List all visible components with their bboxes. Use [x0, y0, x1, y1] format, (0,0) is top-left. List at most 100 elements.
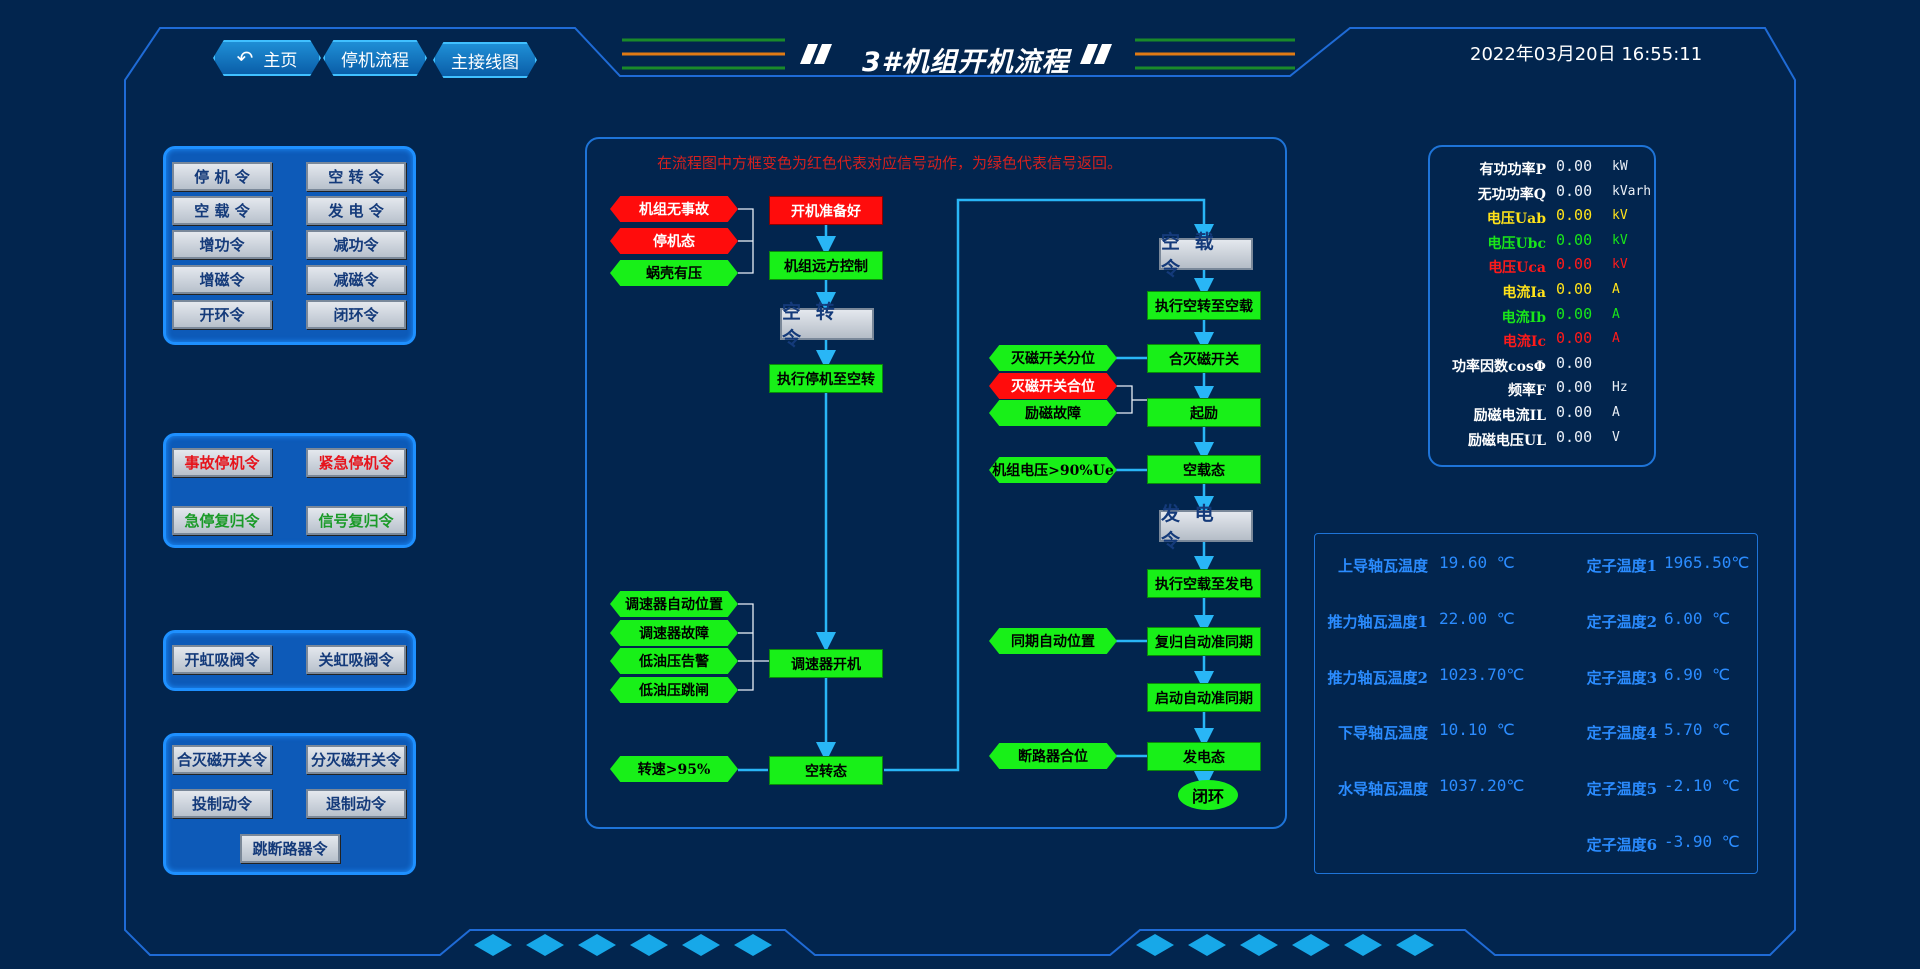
stop-command-button[interactable]: 停 机 令 — [172, 162, 272, 191]
temperature-label: 水导轴瓦温度 — [1337, 780, 1428, 799]
measurement-unit: kW — [1612, 159, 1628, 174]
cond-speed-95: 转速>95% — [610, 756, 738, 782]
measurement-unit: Hz — [1612, 380, 1628, 396]
measurement-unit: A — [1612, 405, 1620, 420]
temperature-label: 定子温度5 — [1586, 780, 1657, 799]
cond-volute-pressure: 蜗壳有压 — [610, 260, 738, 286]
page-indicator-diamond[interactable] — [630, 934, 668, 956]
release-brake-button[interactable]: 退制动令 — [306, 789, 406, 818]
stop-flow-label: 停机流程 — [341, 50, 409, 71]
measurement-label: 有功功率P — [1479, 162, 1546, 178]
cond-stopped: 停机态 — [610, 228, 738, 254]
page-indicator-diamond[interactable] — [734, 934, 772, 956]
main-wiring-label: 主接线图 — [451, 52, 519, 73]
measurement-label: 电压Ubc — [1487, 235, 1546, 252]
temperature-label: 定子温度3 — [1586, 668, 1657, 687]
temperature-label: 定子温度1 — [1586, 557, 1657, 575]
box-exec-idle-to-noload: 执行空转至空载 — [1147, 291, 1261, 320]
cond-fmk-closed: 灭磁开关合位 — [989, 373, 1117, 399]
increase-excitation-button[interactable]: 增磁令 — [172, 265, 272, 294]
close-loop-button[interactable]: 闭环令 — [306, 300, 406, 329]
emergency-stop-button[interactable]: 紧急停机令 — [306, 448, 406, 477]
page-indicator-diamond[interactable] — [682, 934, 720, 956]
box-exec-stop-to-idle: 执行停机至空转 — [769, 364, 883, 393]
measurement-value: 0.00 — [1556, 280, 1593, 298]
generate-command-button[interactable]: 发 电 令 — [306, 196, 406, 225]
measurement-value: 0.00 — [1556, 353, 1593, 372]
temperature-value: 1023.70℃ — [1439, 664, 1525, 684]
temperature-value: 6.00 ℃ — [1664, 608, 1731, 628]
main-wiring-button[interactable]: 主接线图 — [433, 42, 537, 78]
page-indicator-diamond[interactable] — [1136, 934, 1174, 956]
measurement-label: 电流Ib — [1501, 309, 1546, 326]
temperature-label: 上导轴瓦温度 — [1337, 557, 1428, 575]
estop-reset-button[interactable]: 急停复归令 — [172, 506, 272, 535]
page-indicator-diamond[interactable] — [1396, 934, 1434, 956]
box-gen-state: 发电态 — [1147, 742, 1261, 771]
cmd-idle: 空 转 令 — [780, 301, 874, 350]
page-indicator-diamond[interactable] — [474, 934, 512, 956]
close-siphon-valve-button[interactable]: 关虹吸阀令 — [306, 645, 406, 674]
cond-low-oil-trip: 低油压跳闸 — [610, 677, 738, 703]
page-indicator-diamond[interactable] — [578, 934, 616, 956]
measurement-label: 电流Ic — [1502, 334, 1546, 351]
cond-low-oil-alarm: 低油压告警 — [610, 648, 738, 674]
page-indicator-diamond[interactable] — [1344, 934, 1382, 956]
temperature-value: 6.90 ℃ — [1664, 664, 1731, 684]
apply-brake-button[interactable]: 投制动令 — [172, 789, 272, 818]
cond-excitation-fault: 励磁故障 — [989, 400, 1117, 426]
temperature-value: 5.70 ℃ — [1664, 720, 1731, 740]
decrease-power-button[interactable]: 减功令 — [306, 230, 406, 259]
measurement-value: 0.00 — [1556, 329, 1593, 348]
close-fmk-button[interactable]: 合灭磁开关令 — [172, 745, 272, 774]
decrease-excitation-button[interactable]: 减磁令 — [306, 265, 406, 294]
measurement-value: 0.00 — [1556, 427, 1593, 446]
measurement-unit: kV — [1612, 208, 1628, 224]
open-siphon-valve-button[interactable]: 开虹吸阀令 — [172, 645, 272, 674]
back-arrow-icon: ↶ — [236, 46, 254, 70]
noload-command-button[interactable]: 空 载 令 — [172, 196, 272, 225]
increase-power-button[interactable]: 增功令 — [172, 230, 272, 259]
cmd-generate: 发 电 令 — [1159, 503, 1253, 552]
cond-governor-auto: 调速器自动位置 — [610, 591, 738, 617]
box-exec-noload-to-gen: 执行空载至发电 — [1147, 569, 1261, 598]
cond-no-fault: 机组无事故 — [610, 196, 738, 222]
measurement-unit: kV — [1612, 257, 1628, 273]
page-indicator-diamond[interactable] — [1188, 934, 1226, 956]
measurement-value: 0.00 — [1556, 230, 1593, 249]
open-loop-button[interactable]: 开环令 — [172, 300, 272, 329]
open-fmk-button[interactable]: 分灭磁开关令 — [306, 745, 406, 774]
measurement-value: 0.00 — [1556, 157, 1593, 175]
measurement-value: 0.00 — [1556, 206, 1593, 225]
idle-command-button[interactable]: 空 转 令 — [306, 162, 406, 191]
stop-flow-button[interactable]: 停机流程 — [323, 40, 427, 76]
page-indicator-diamond[interactable] — [526, 934, 564, 956]
signal-reset-button[interactable]: 信号复归令 — [306, 506, 406, 535]
temperature-label: 定子温度2 — [1586, 612, 1657, 631]
cond-sync-auto: 同期自动位置 — [989, 628, 1117, 654]
accident-stop-button[interactable]: 事故停机令 — [172, 448, 272, 477]
home-button[interactable]: ↶ 主页 — [213, 40, 321, 76]
page-indicator-diamond[interactable] — [1292, 934, 1330, 956]
measurement-value: 0.00 — [1556, 255, 1593, 274]
temperature-value: -3.90 ℃ — [1664, 832, 1740, 851]
measurement-unit: A — [1612, 331, 1620, 347]
measurement-unit: A — [1612, 282, 1620, 297]
cond-fmk-open: 灭磁开关分位 — [989, 345, 1117, 371]
trip-breaker-button[interactable]: 跳断路器令 — [240, 834, 340, 863]
temperature-label: 下导轴瓦温度 — [1337, 724, 1428, 743]
page-indicator-diamond[interactable] — [1240, 934, 1278, 956]
electrical-measurements-panel — [1428, 145, 1656, 467]
temperature-label: 推力轴瓦温度2 — [1327, 668, 1428, 687]
measurement-label: 励磁电流IL — [1473, 408, 1546, 424]
cmd-noload: 空 载 令 — [1159, 231, 1253, 280]
measurement-unit: A — [1612, 306, 1620, 322]
datetime: 2022年03月20日 16:55:11 — [1470, 44, 1703, 65]
flow-notice: 在流程图中方框变色为红色代表对应信号动作，为绿色代表信号返回。 — [657, 154, 1123, 172]
